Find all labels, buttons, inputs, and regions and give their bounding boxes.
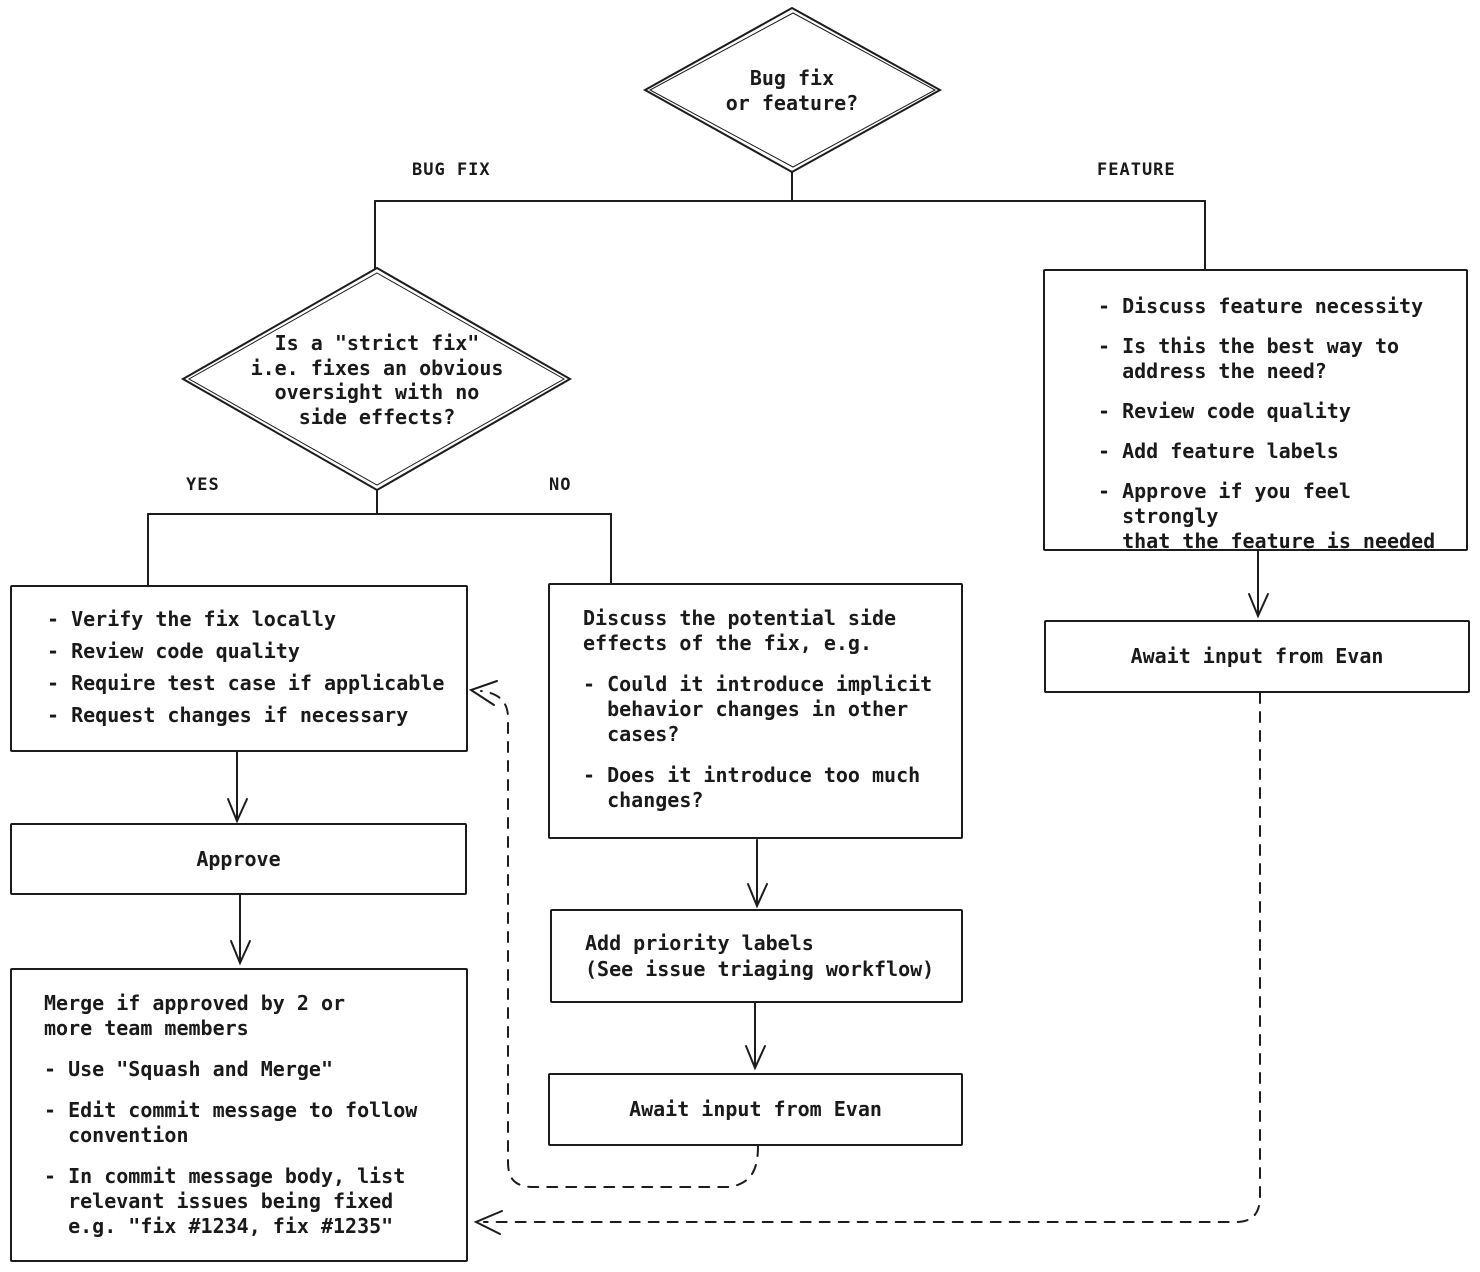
merge-item: - Edit commit message to follow conventi… (44, 1098, 418, 1147)
priority-label: Add priority labels (See issue triaging … (585, 931, 935, 981)
arrow-verify-to-approve (227, 751, 248, 824)
arrow-discuss-to-priority (747, 839, 768, 909)
await-mid-label: Await input from Evan (629, 1097, 882, 1121)
add-priority-labels-box: Add priority labels (See issue triaging … (550, 909, 963, 1003)
merge-item: - Use "Squash and Merge" (44, 1057, 333, 1081)
await-right-label: Await input from Evan (1130, 644, 1384, 668)
connector-top-split (374, 171, 1206, 270)
merge-heading: Merge if approved by 2 or more team memb… (44, 991, 346, 1040)
feature-item: - Review code quality (1098, 399, 1351, 423)
dashed-feedback-await-right-to-merge (473, 692, 1261, 1235)
approve-box: Approve (10, 823, 467, 895)
branch-label-feature: FEATURE (1097, 160, 1176, 180)
discuss-side-effects-box: Discuss the potential side effects of th… (548, 583, 963, 839)
verify-fix-box: - Verify the fix locally - Review code q… (10, 585, 468, 752)
approve-label: Approve (196, 846, 281, 871)
await-input-evan-box-right: Await input from Evan (1044, 620, 1470, 693)
feature-review-box: - Discuss feature necessity - Is this th… (1043, 269, 1468, 553)
merge-item: - In commit message body, list relevant … (44, 1164, 406, 1238)
branch-label-no: NO (549, 475, 572, 495)
arrow-priority-to-await-mid (745, 1002, 766, 1071)
discuss-item: - Does it introduce too much changes? (583, 763, 921, 812)
connector-yes-no-split (147, 489, 612, 586)
decision-bug-or-feature-label: Bug fix or feature? (725, 66, 859, 115)
feature-item: - Is this the best way to address the ne… (1098, 334, 1400, 383)
verify-item: - Request changes if necessary (47, 703, 409, 727)
arrow-feature-to-await-right (1248, 550, 1269, 619)
dashed-feedback-await-mid-to-verify (468, 680, 759, 1188)
verify-item: - Review code quality (47, 639, 300, 663)
feature-item: - Add feature labels (1098, 439, 1339, 463)
discuss-item: - Could it introduce implicit behavior c… (583, 672, 933, 746)
verify-item: - Require test case if applicable (47, 671, 445, 695)
discuss-heading: Discuss the potential side effects of th… (583, 606, 897, 655)
feature-item: - Approve if you feel strongly that the … (1098, 479, 1436, 553)
feature-item: - Discuss feature necessity (1098, 294, 1424, 318)
await-input-evan-box-middle: Await input from Evan (548, 1073, 963, 1146)
branch-label-yes: YES (186, 475, 220, 495)
decision-strict-fix-label: Is a "strict fix" i.e. fixes an obvious … (250, 331, 504, 429)
branch-label-bug-fix: BUG FIX (412, 160, 491, 180)
verify-item: - Verify the fix locally (47, 607, 336, 631)
merge-box: Merge if approved by 2 or more team memb… (10, 968, 468, 1262)
arrow-approve-to-merge (230, 894, 251, 966)
